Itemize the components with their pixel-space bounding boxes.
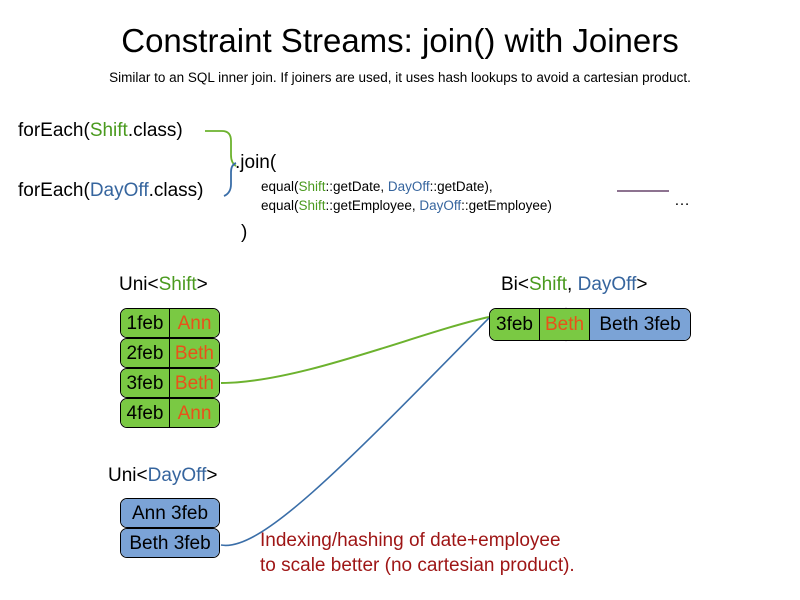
- joiner-2-right-type: DayOff: [419, 198, 462, 213]
- caption-uni-shift: Uni<Shift>: [119, 274, 208, 296]
- connector-dayoff-row-to-bi: [220, 317, 490, 547]
- joiner-2-right-method: ::getEmployee): [461, 198, 552, 213]
- caption-uni-dayoff: Uni<DayOff>: [108, 465, 218, 487]
- joiner-1-left-method: ::getDate,: [325, 179, 388, 194]
- connector-shift-row-to-bi: [220, 316, 490, 384]
- connector-shift-to-join: [205, 130, 237, 167]
- shift-employee: Beth: [169, 369, 219, 397]
- shift-employee: Ann: [170, 399, 219, 427]
- caption-bi-suffix: >: [636, 274, 648, 295]
- caption-uni-shift-suffix: >: [196, 274, 208, 295]
- dayoff-fact-row[interactable]: Beth 3feb: [120, 528, 220, 558]
- shift-employee: Ann: [170, 309, 219, 337]
- code-foreach-dayoff: forEach(DayOff.class): [18, 180, 204, 202]
- shift-employee: Beth: [169, 339, 219, 367]
- code-join-open: .join(: [235, 152, 277, 173]
- page-title: Constraint Streams: join() with Joiners: [121, 22, 679, 59]
- joiner-2-left-method: ::getEmployee,: [325, 198, 420, 213]
- foreach-shift-suffix: .class): [127, 120, 183, 141]
- caption-uni-shift-prefix: Uni<: [119, 274, 159, 295]
- caption-bi: Bi<Shift, DayOff>: [501, 274, 647, 296]
- joiner-1-right-method: ::getDate),: [429, 179, 493, 194]
- joiner-1-right-type: DayOff: [387, 179, 430, 194]
- code-join-close: ): [241, 222, 248, 243]
- bi-shift-date: 3feb: [490, 309, 540, 340]
- caption-uni-dayoff-type: DayOff: [147, 465, 207, 486]
- dayoff-label: Beth 3feb: [121, 529, 219, 557]
- shift-date: 2feb: [121, 339, 170, 367]
- joiner-1-fn: equal(: [261, 179, 299, 194]
- shift-date: 1feb: [121, 309, 171, 337]
- caption-uni-dayoff-suffix: >: [206, 465, 218, 486]
- code-foreach-shift: forEach(Shift.class): [18, 120, 183, 142]
- page-subtitle: Similar to an SQL inner join. If joiners…: [109, 70, 691, 85]
- caption-uni-shift-type: Shift: [158, 274, 197, 295]
- shift-date: 3feb: [121, 369, 170, 397]
- caption-bi-type-a: Shift: [529, 274, 568, 295]
- annotation-note: Indexing/hashing of date+employee to sca…: [260, 528, 575, 579]
- annotation-line-1: Indexing/hashing of date+employee: [260, 530, 561, 551]
- bi-shift-employee: Beth: [540, 309, 590, 340]
- foreach-dayoff-type: DayOff: [89, 180, 149, 201]
- caption-bi-type-b: DayOff: [577, 274, 637, 295]
- joiner-1-left-type: Shift: [298, 179, 326, 194]
- foreach-shift-type: Shift: [89, 120, 128, 141]
- joiner-2-fn: equal(: [261, 198, 299, 213]
- shift-fact-row[interactable]: 2feb Beth: [120, 338, 220, 368]
- caption-uni-dayoff-prefix: Uni<: [108, 465, 148, 486]
- shift-fact-row[interactable]: 4feb Ann: [120, 398, 220, 428]
- code-ellipsis: …: [674, 192, 691, 209]
- shift-fact-row[interactable]: 3feb Beth: [120, 368, 220, 398]
- dayoff-fact-row[interactable]: Ann 3feb: [120, 498, 220, 528]
- bi-fact-row[interactable]: 3feb Beth Beth 3feb: [489, 308, 691, 341]
- code-joiner-1: equal(Shift::getDate, DayOff::getDate),: [261, 179, 493, 194]
- bi-dayoff-label: Beth 3feb: [590, 309, 690, 340]
- shift-fact-row[interactable]: 1feb Ann: [120, 308, 220, 338]
- annotation-line-2: to scale better (no cartesian product).: [260, 555, 575, 577]
- code-joiner-2: equal(Shift::getEmployee, DayOff::getEmp…: [261, 198, 552, 213]
- dayoff-label: Ann 3feb: [121, 499, 219, 527]
- foreach-dayoff-suffix: .class): [148, 180, 204, 201]
- foreach-shift-prefix: forEach(: [18, 120, 90, 141]
- shift-date: 4feb: [121, 399, 171, 427]
- joiner-2-left-type: Shift: [298, 198, 326, 213]
- caption-bi-prefix: Bi<: [501, 274, 529, 295]
- foreach-dayoff-prefix: forEach(: [18, 180, 90, 201]
- caption-bi-comma: ,: [567, 274, 578, 295]
